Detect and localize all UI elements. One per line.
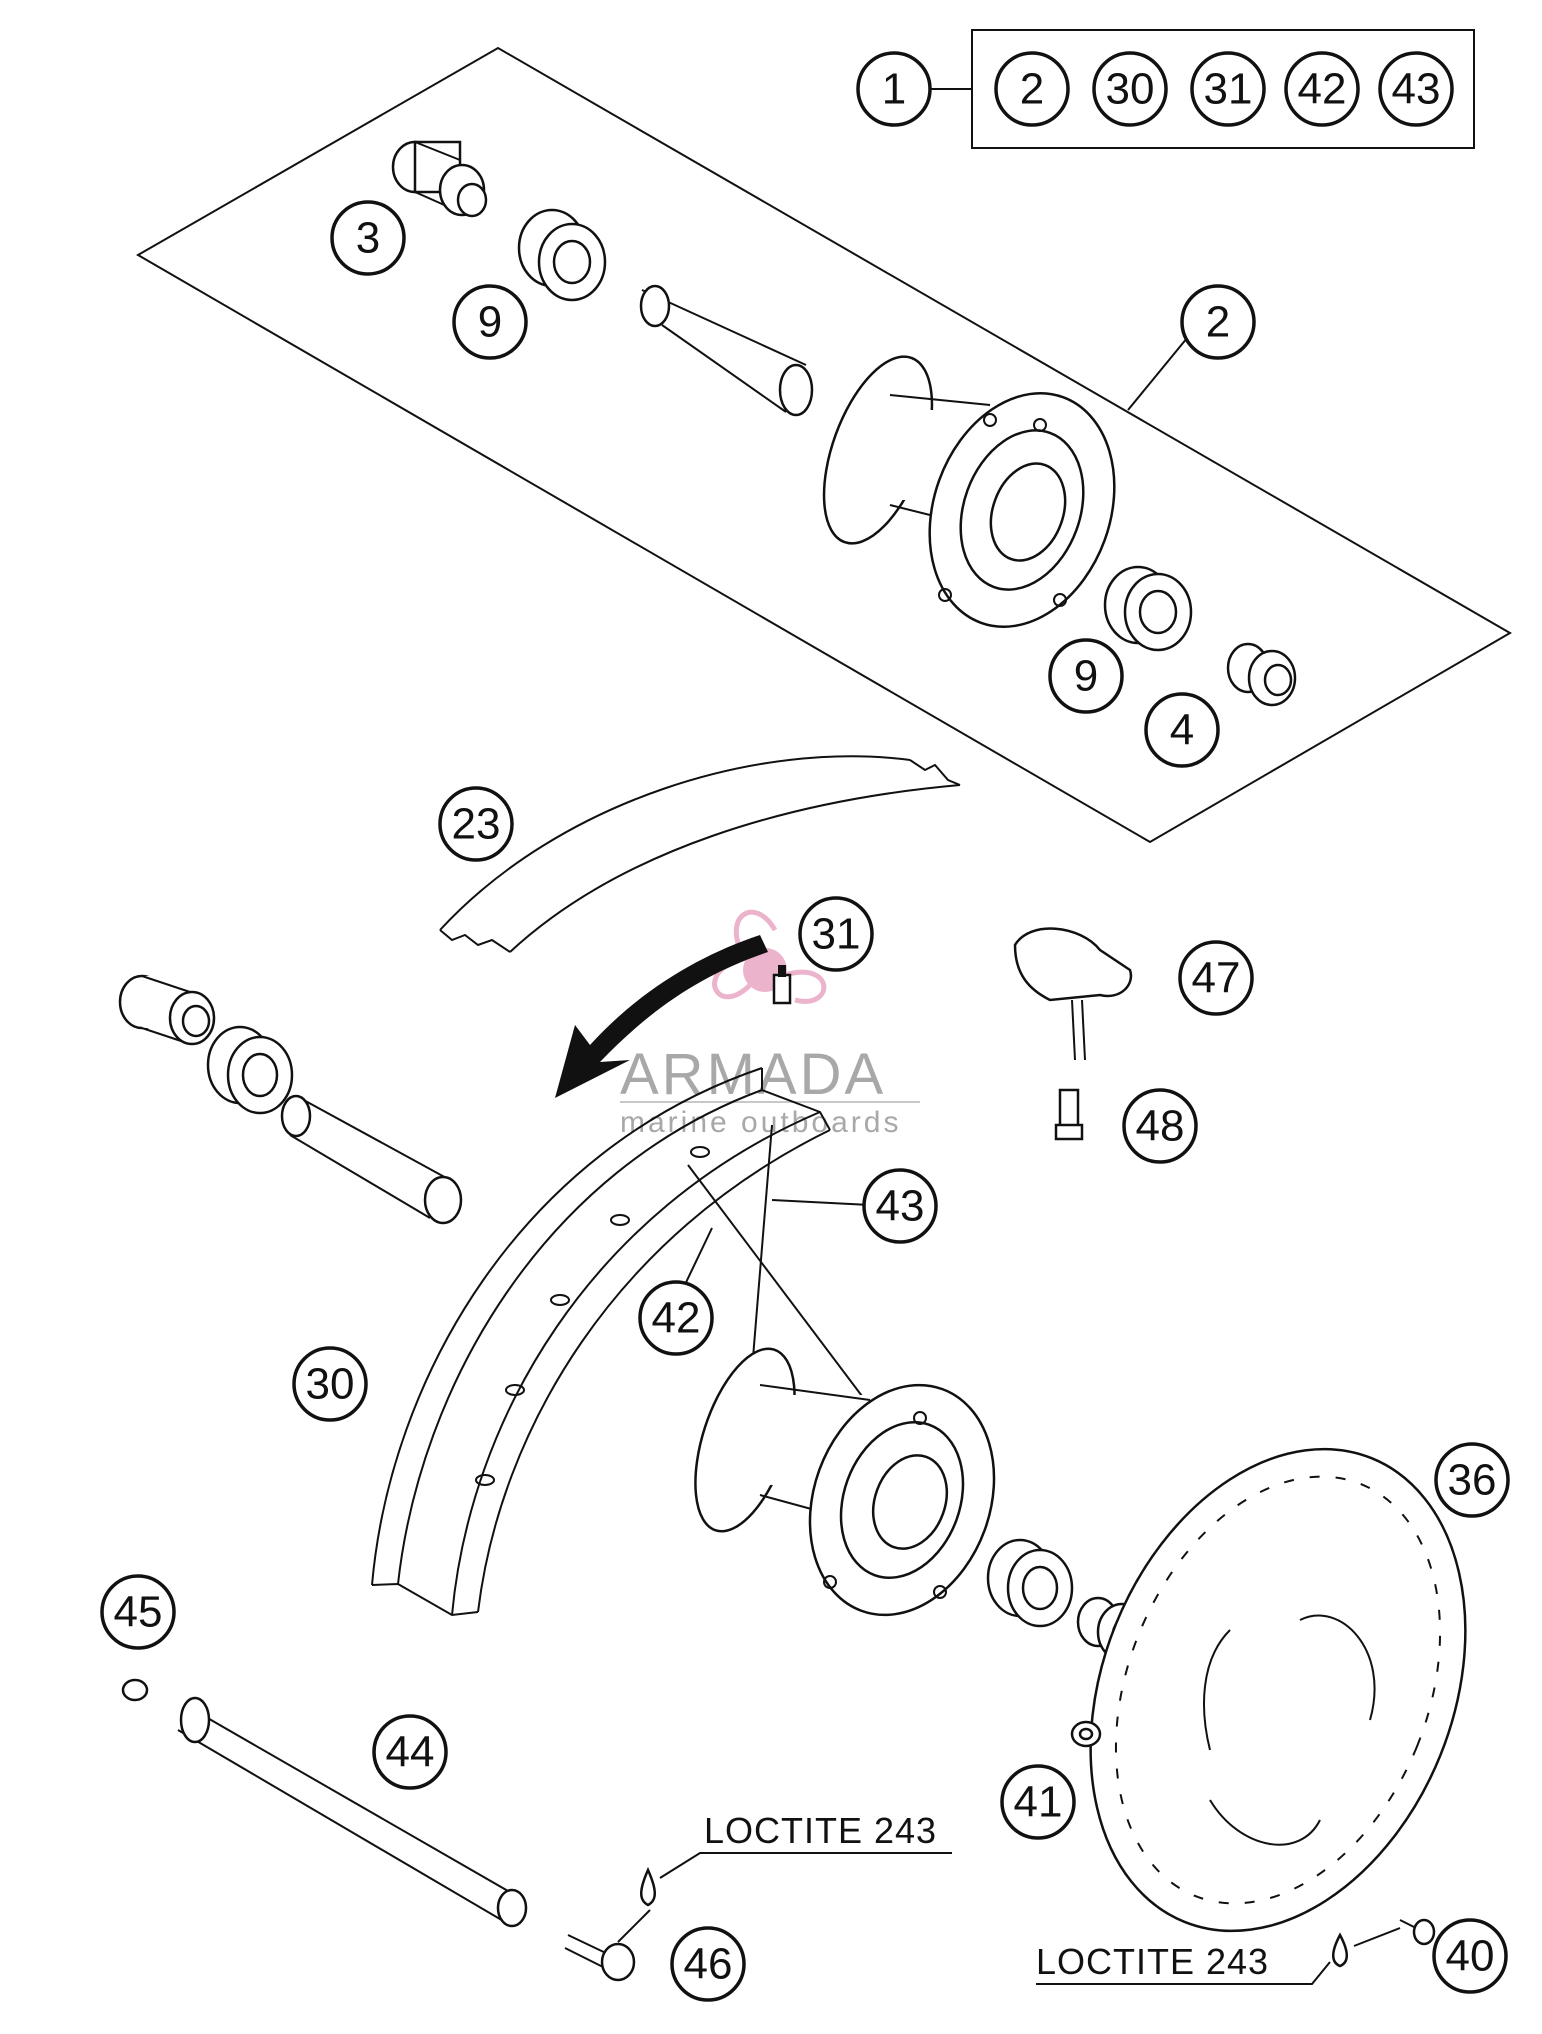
svg-text:2: 2 (1206, 298, 1230, 347)
callout-42: 42 (638, 1280, 714, 1356)
callout-36: 36 (1434, 1442, 1510, 1518)
watermark-tagline: marine outboards (620, 1106, 901, 1139)
loctite-axle-leader (659, 1852, 952, 1879)
watermark-brand: ARMADA (620, 1042, 886, 1107)
set-member-30: 30 (1092, 51, 1168, 127)
callout-2: 2 (1180, 284, 1256, 360)
bearing-9-top-part (517, 208, 607, 302)
callout-48: 48 (1122, 1088, 1198, 1164)
svg-text:36: 36 (1448, 1456, 1497, 1505)
callout-47: 47 (1178, 940, 1254, 1016)
svg-text:1: 1 (882, 65, 906, 114)
svg-text:44: 44 (386, 1728, 435, 1777)
set-member-31: 31 (1190, 51, 1266, 127)
spacer-left-part (118, 974, 216, 1046)
bearing-right-part (986, 1538, 1074, 1628)
svg-text:31: 31 (812, 910, 861, 959)
svg-text:47: 47 (1192, 954, 1241, 1003)
svg-text:43: 43 (876, 1182, 925, 1231)
spoke-42-part (687, 1164, 881, 1421)
sensor-bolt-part (1054, 1088, 1084, 1141)
callout-30: 30 (292, 1346, 368, 1422)
nut-part (1070, 1720, 1102, 1748)
disc-screw-leader (1353, 1927, 1401, 1947)
spoke-43-leader (771, 1199, 871, 1206)
svg-text:30: 30 (306, 1360, 355, 1409)
loctite-note-axle: LOCTITE 243 (704, 1810, 937, 1851)
axle-screw-part (564, 1934, 636, 1982)
callout-44: 44 (372, 1714, 448, 1790)
spacer-4-part (1226, 642, 1297, 707)
loctite-note-disc: LOCTITE 243 (1036, 1941, 1269, 1982)
svg-text:3: 3 (356, 214, 380, 263)
set-member-2: 2 (994, 51, 1070, 127)
svg-text:48: 48 (1136, 1102, 1185, 1151)
axle-screw-leader (617, 1909, 651, 1943)
callout-45: 45 (100, 1574, 176, 1650)
svg-text:23: 23 (452, 800, 501, 849)
bearing-left-part (206, 1025, 294, 1115)
hub-leader (1127, 331, 1193, 411)
rim-tape-part (439, 755, 961, 953)
watermark: ARMADA marine outboards (620, 909, 920, 1139)
hub-lower-part (694, 1347, 996, 1617)
axle-part (177, 1696, 528, 1928)
svg-text:2: 2 (1020, 65, 1044, 114)
spoke-43-part (751, 1124, 773, 1371)
svg-text:43: 43 (1392, 65, 1441, 114)
disc-screw-part (1399, 1918, 1436, 1946)
svg-text:9: 9 (1074, 652, 1098, 701)
callout-31: 31 (798, 896, 874, 972)
svg-text:42: 42 (1298, 65, 1347, 114)
set-member-43: 43 (1378, 51, 1454, 127)
svg-text:4: 4 (1170, 706, 1194, 755)
callout-9-lower: 9 (1048, 638, 1124, 714)
svg-text:45: 45 (114, 1588, 163, 1637)
callout-43: 43 (862, 1168, 938, 1244)
svg-text:40: 40 (1446, 1932, 1495, 1981)
loctite-drop-disc-icon (1332, 1932, 1348, 1968)
sensor-cover-part (1013, 927, 1133, 1061)
loctite-disc-leader (1036, 1961, 1331, 1985)
callout-4: 4 (1144, 692, 1220, 768)
callout-46: 46 (670, 1926, 746, 2002)
callout-9-top: 9 (452, 284, 528, 360)
distance-tube-part (639, 284, 814, 417)
svg-text:9: 9 (478, 298, 502, 347)
callout-40: 40 (1432, 1918, 1508, 1994)
set-member-42: 42 (1284, 51, 1360, 127)
svg-text:41: 41 (1014, 1778, 1063, 1827)
callout-23: 23 (438, 786, 514, 862)
loctite-drop-axle-icon (640, 1866, 656, 1907)
svg-text:30: 30 (1106, 65, 1155, 114)
set-callout-1: 1 (856, 51, 932, 127)
svg-text:46: 46 (684, 1940, 733, 1989)
valve-part (772, 965, 792, 1005)
hub-assembly-panel (136, 46, 1512, 844)
direction-arrow-icon (555, 935, 768, 1098)
spacer-3-part (391, 140, 488, 218)
brake-disc-part (1089, 1447, 1467, 1933)
tube-left-part (280, 1094, 463, 1225)
axle-cap-part (121, 1678, 149, 1702)
rim-part (371, 1067, 831, 1617)
svg-text:31: 31 (1204, 65, 1253, 114)
svg-text:42: 42 (652, 1294, 701, 1343)
hub-top-part (822, 355, 1116, 628)
callout-41: 41 (1000, 1764, 1076, 1840)
callout-3: 3 (330, 200, 406, 276)
bearing-9-lower-part (1103, 565, 1193, 652)
